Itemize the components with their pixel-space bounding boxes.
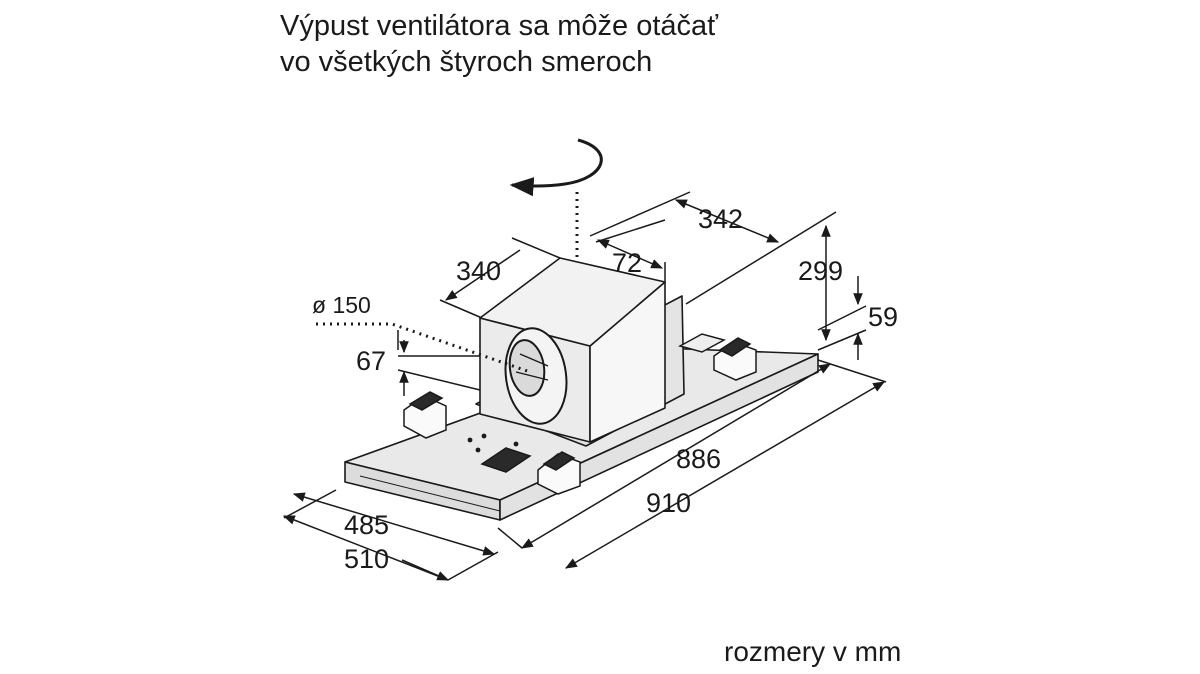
units-note: rozmery v mm <box>724 636 902 667</box>
dim-outlet-height: 67 <box>356 346 386 376</box>
dim-duct-diameter: ø 150 <box>312 292 371 318</box>
dim-panel-height: 59 <box>868 302 898 332</box>
dim-box-depth: 340 <box>456 256 501 286</box>
panel-holes <box>467 433 519 453</box>
dim-inner-depth: 485 <box>344 510 389 540</box>
heading-line-2: vo všetkých štyroch smeroch <box>280 46 653 78</box>
dim-outer-length: 910 <box>646 488 691 518</box>
dim-box-width: 342 <box>698 204 743 234</box>
heading-line-1: Výpust ventilátora sa môže otáčať <box>280 10 719 42</box>
panel-label-plate <box>678 333 726 353</box>
diagram-heading: Výpust ventilátora sa môže otáčať vo vše… <box>280 8 718 80</box>
dim-inner-length: 886 <box>676 444 721 474</box>
rotation-arrow <box>509 138 603 197</box>
dimension-lines <box>282 191 887 581</box>
dim-outer-depth: 510 <box>344 544 389 574</box>
dim-total-height: 299 <box>798 256 843 286</box>
dim-box-offset: 72 <box>612 248 642 278</box>
bracket-front-left <box>403 391 447 439</box>
